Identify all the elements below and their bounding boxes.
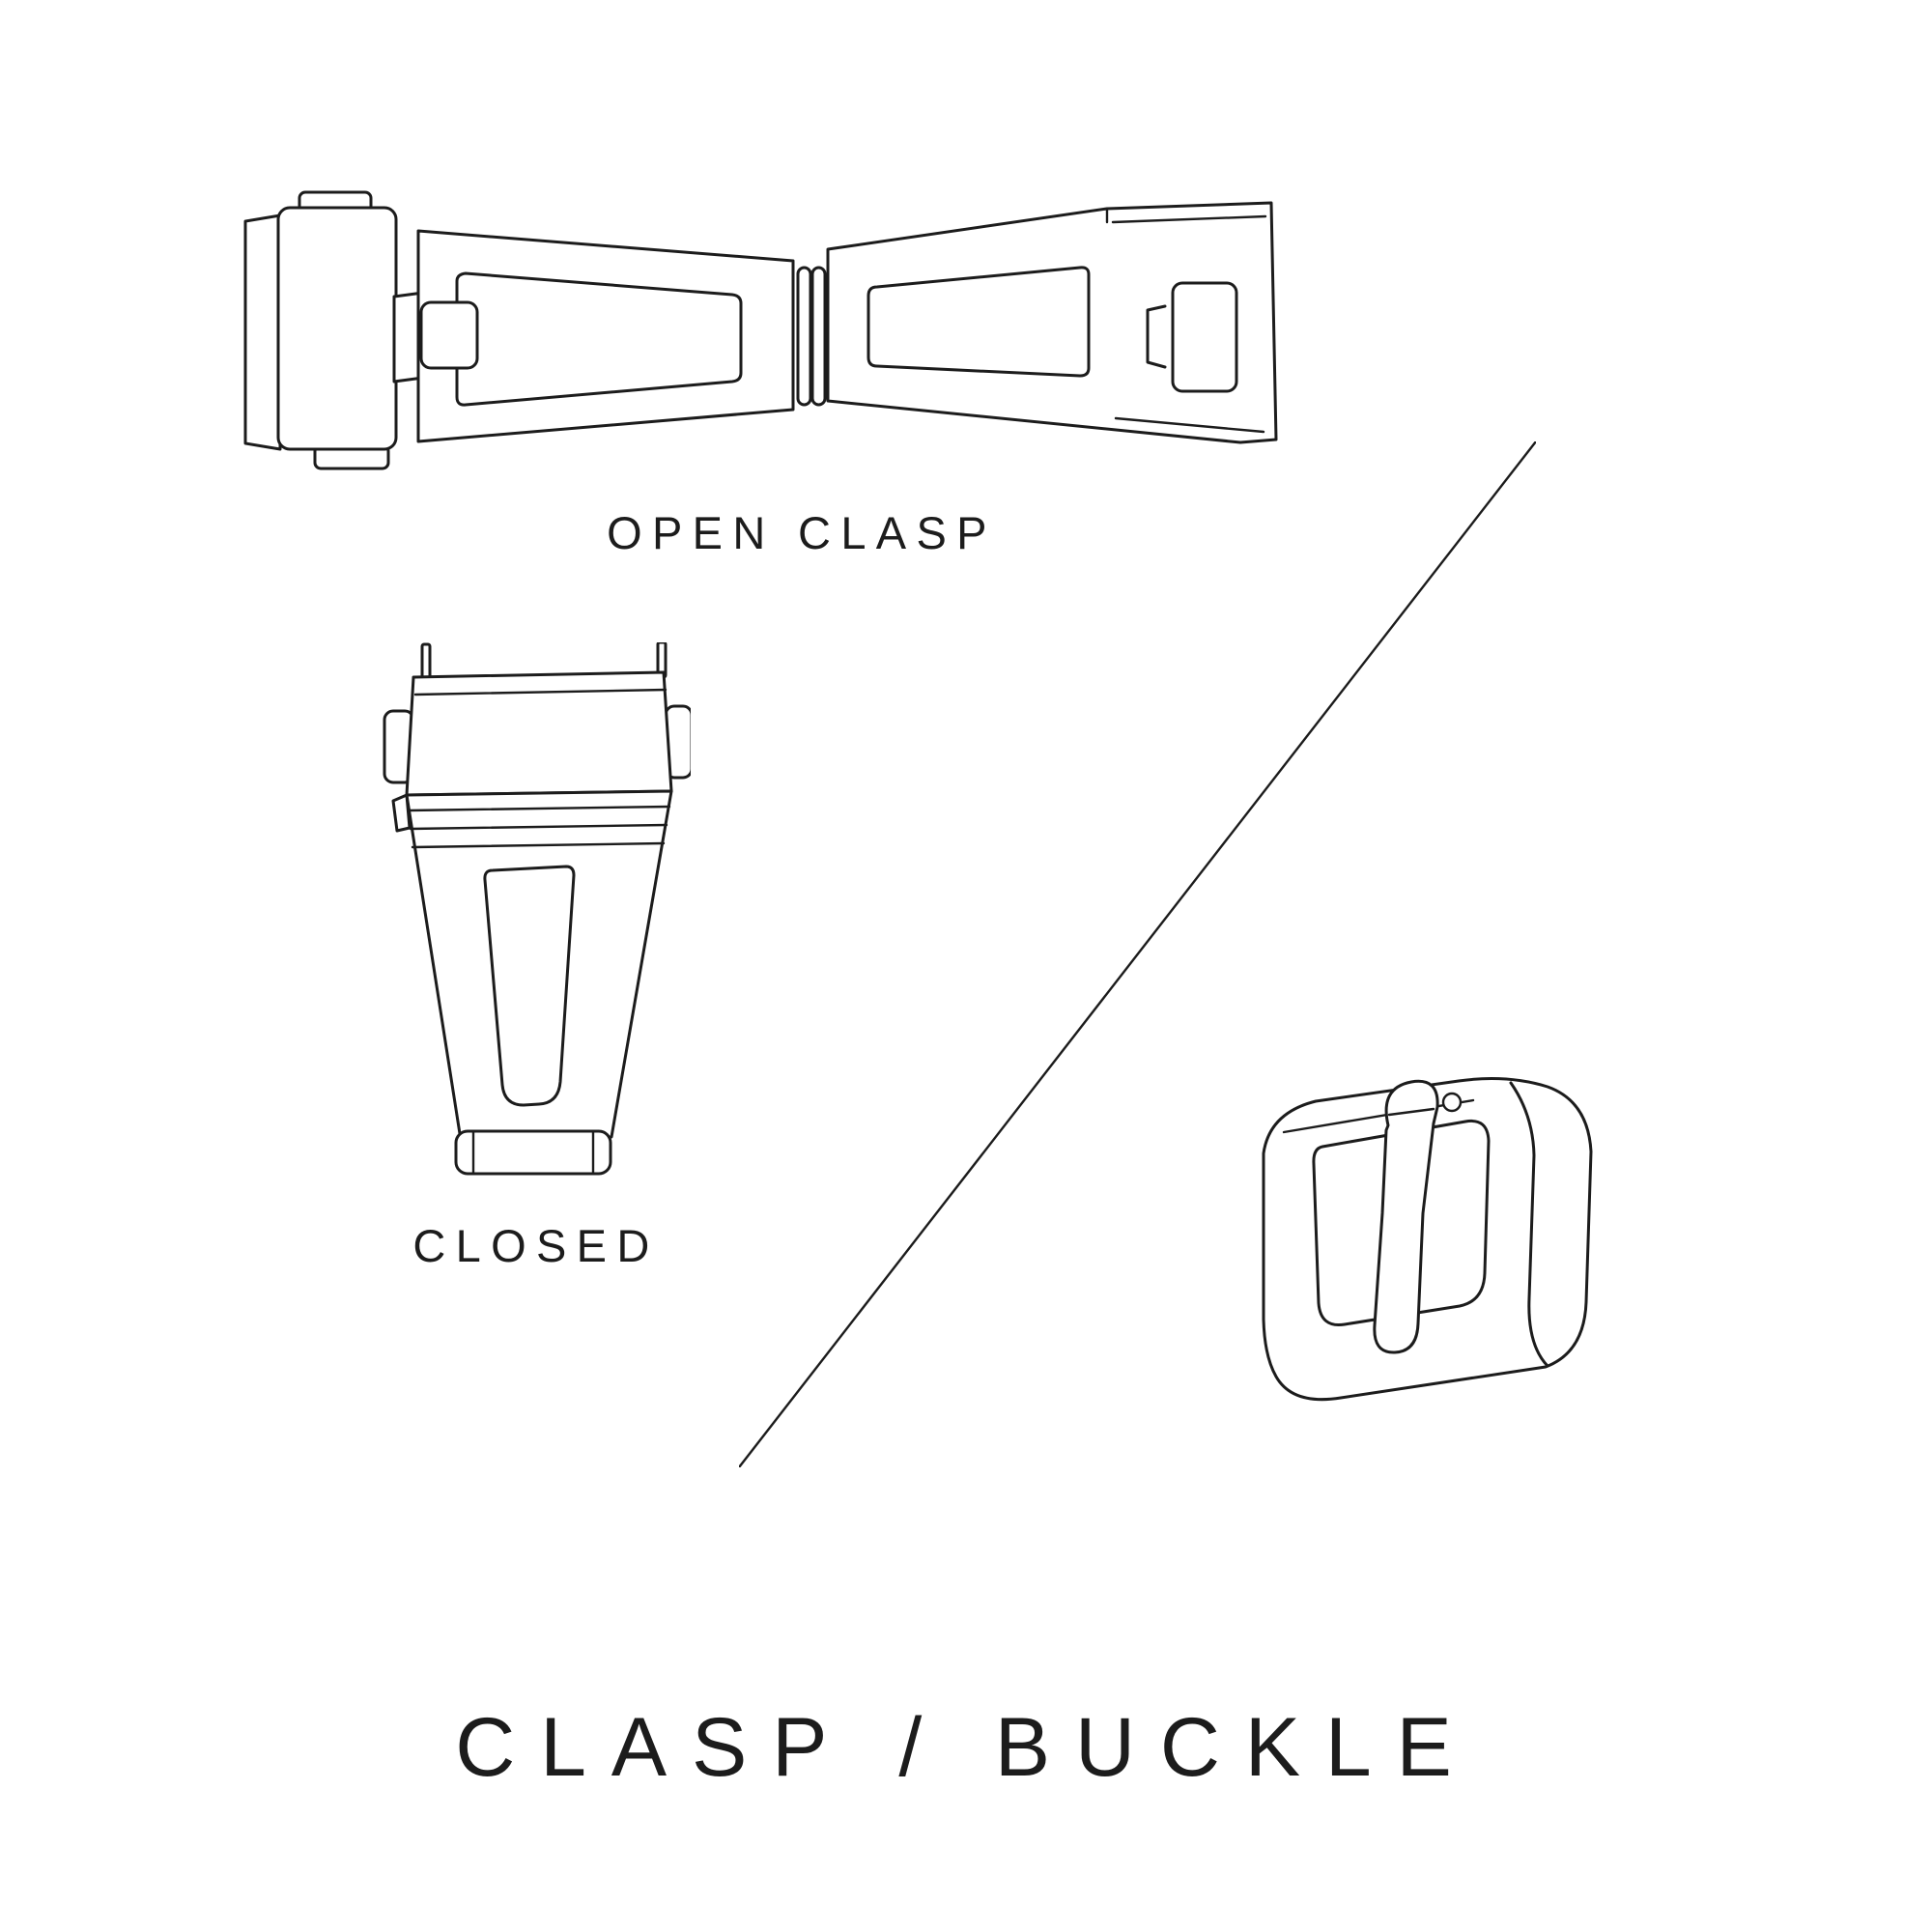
page-title: CLASP / BUCKLE (455, 1701, 1477, 1794)
open-clasp-label: OPEN CLASP (607, 507, 997, 558)
tang-buckle-illustration (1262, 1077, 1593, 1402)
closed-clasp-label: CLOSED (412, 1220, 660, 1271)
closed-clasp-illustration (383, 642, 691, 1176)
open-clasp-illustration (243, 190, 1278, 470)
diagonal-divider-line (739, 441, 1536, 1467)
